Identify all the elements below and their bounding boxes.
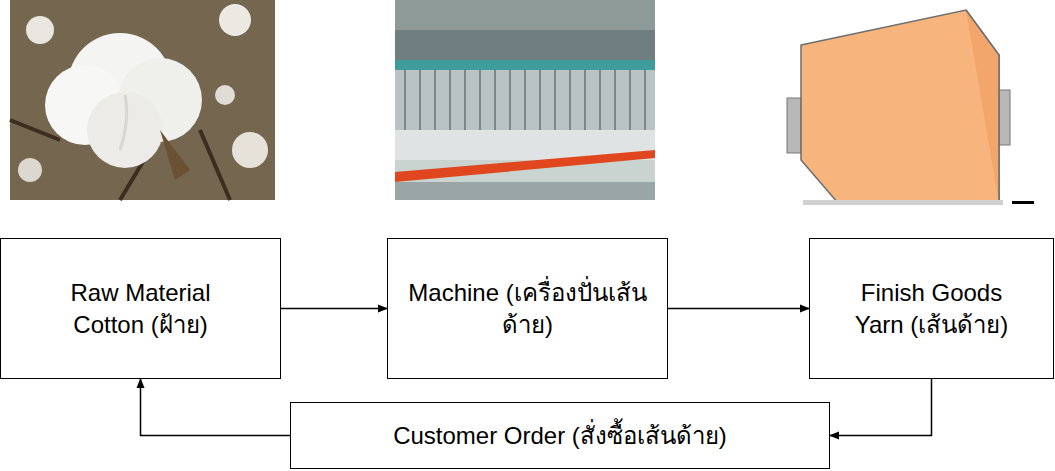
process-box: Raw Material Cotton (ฝ้าย) <box>0 238 281 379</box>
flow-arrow <box>281 308 387 310</box>
flow-arrow <box>668 308 809 310</box>
box-text: Finish Goods Yarn (เส้นด้าย) <box>837 277 1027 339</box>
box-text: Customer Order (สั่งซื้อเส้นด้าย) <box>393 420 727 451</box>
box-text: Raw Material Cotton (ฝ้าย) <box>48 277 233 339</box>
box-text: Machine (เครื่องปั่นเส้นด้าย) <box>405 277 650 339</box>
process-box: Finish Goods Yarn (เส้นด้าย) <box>809 238 1054 379</box>
process-box: Machine (เครื่องปั่นเส้นด้าย) <box>387 238 668 379</box>
cotton-photo <box>10 0 275 200</box>
yarn-package <box>787 10 1034 205</box>
process-box: Customer Order (สั่งซื้อเส้นด้าย) <box>290 402 830 469</box>
flow-arrow <box>830 379 932 436</box>
spinning-machine-photo <box>395 0 655 200</box>
flow-arrow <box>141 379 291 436</box>
